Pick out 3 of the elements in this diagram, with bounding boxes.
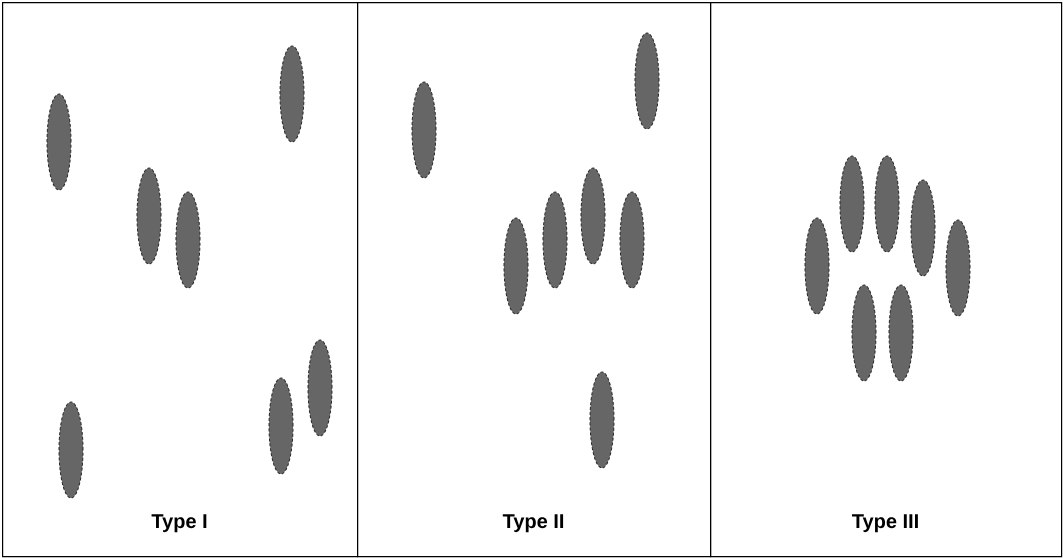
panel: Type I: [2, 2, 359, 558]
panel: Type II: [357, 2, 712, 558]
panel: Type III: [710, 2, 1063, 558]
